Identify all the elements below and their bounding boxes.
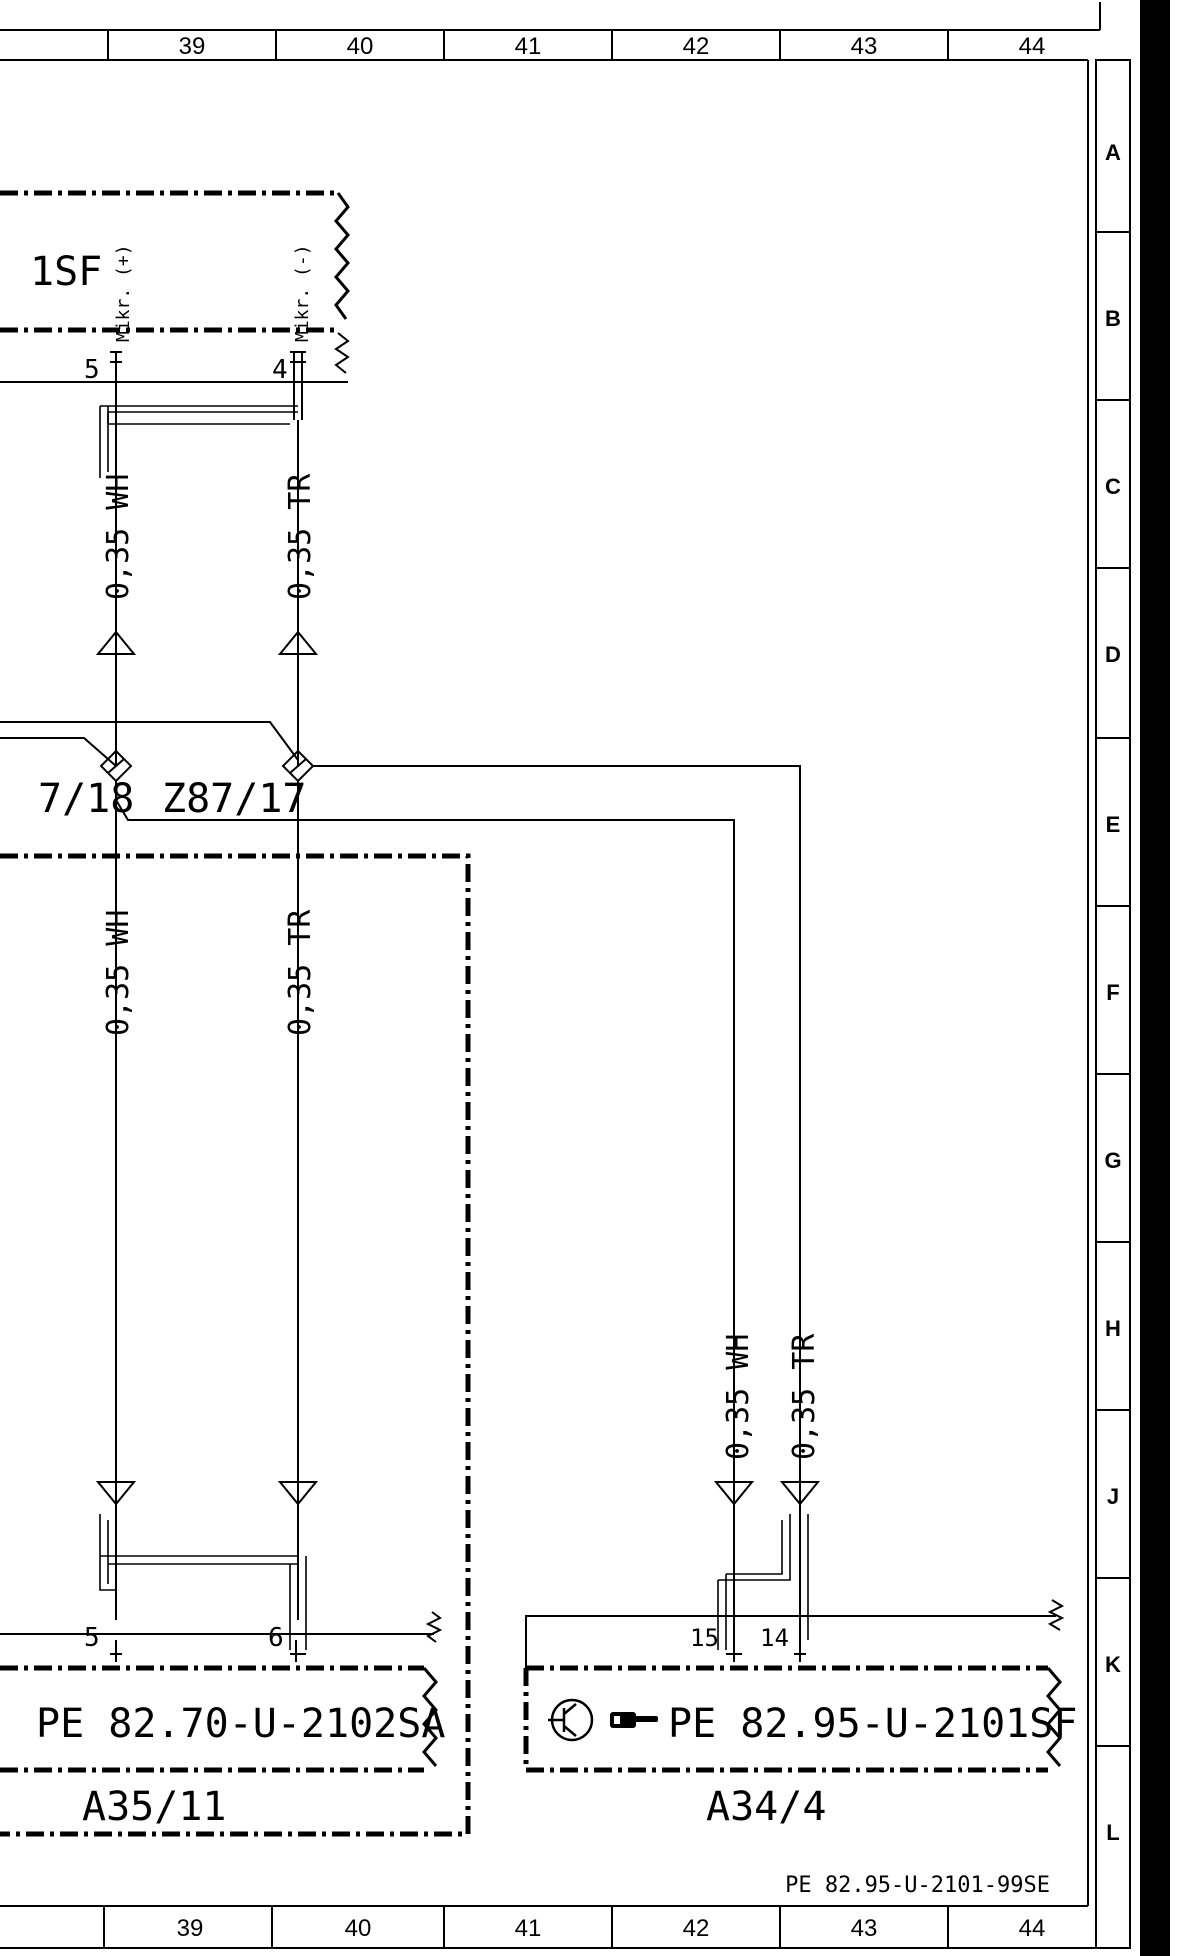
splice-label-z87-17: Z87/17 <box>162 776 307 822</box>
middle-wires: 0,35 WH 0,35 TR <box>101 781 318 1620</box>
row-e: E <box>1106 812 1121 837</box>
column-41-top: 41 <box>515 33 542 60</box>
row-d: D <box>1105 642 1121 667</box>
column-43-bottom: 43 <box>851 1915 878 1942</box>
column-40-bottom: 40 <box>345 1915 372 1942</box>
a35-enclosure <box>0 853 471 1837</box>
a34-connector-block: 15 14 PE 82.95-U-2101SF A34/4 <box>523 1599 1077 1830</box>
pointing-hand-icon <box>610 1712 658 1728</box>
column-header-top: 39 40 41 42 43 44 <box>107 30 1046 60</box>
splice-label-left: 7/18 <box>38 776 134 822</box>
connector-triangles-upper <box>95 630 319 655</box>
top-component-name: 1SF <box>30 249 102 295</box>
document-reference: PE 82.95-U-2101-99SE <box>785 1873 1050 1898</box>
wire-label-middle-tr: 0,35 TR <box>283 909 318 1036</box>
lower-right-wires: 0,35 WH 0,35 TR <box>721 1333 822 1650</box>
top-component: 1SF Mikr. (+) Mikr. (-) 5 4 <box>0 190 350 385</box>
upper-wires: 0,35 WH 0,35 TR <box>101 392 318 766</box>
column-41-bottom: 41 <box>515 1915 542 1942</box>
wire-label-upper-wh: 0,35 WH <box>101 474 136 600</box>
shield-bracket-lower-left <box>99 1514 307 1650</box>
a34-ref-label: PE 82.95-U-2101SF <box>668 1701 1077 1747</box>
pin-terminals-top <box>110 351 306 420</box>
pin-number-15: 15 <box>690 1624 719 1652</box>
column-39-top: 39 <box>179 33 206 60</box>
row-l: L <box>1106 1820 1119 1845</box>
transistor-symbol-icon <box>548 1698 594 1742</box>
row-g: G <box>1104 1148 1121 1173</box>
row-b: B <box>1105 306 1121 331</box>
column-42-bottom: 42 <box>683 1915 710 1942</box>
column-header-bottom: 39 40 41 42 43 44 <box>103 1906 1046 1948</box>
wire-label-lower-tr: 0,35 TR <box>787 1333 822 1460</box>
column-42-top: 42 <box>683 33 710 60</box>
pin-label-mikr-plus: Mikr. (+) <box>113 244 134 342</box>
row-a: A <box>1105 140 1121 165</box>
row-h: H <box>1105 1316 1121 1341</box>
connector-triangles-lower <box>95 1481 821 1506</box>
splice-area: 7/18 Z87/17 <box>0 721 801 1360</box>
column-40-top: 40 <box>347 33 374 60</box>
row-k: K <box>1105 1652 1121 1677</box>
pin-number-14: 14 <box>760 1624 789 1652</box>
pin-number-4-top: 4 <box>272 355 288 385</box>
row-c: C <box>1105 474 1121 499</box>
pin-label-mikr-minus: Mikr. (-) <box>292 244 313 342</box>
a35-connector-block: 5 6 PE 82.70-U-2102SA A35/11 <box>0 1611 445 1830</box>
a35-name-label: A35/11 <box>82 1784 227 1830</box>
pin-number-5-top: 5 <box>84 355 100 385</box>
wire-label-middle-wh: 0,35 WH <box>101 910 136 1036</box>
a35-ref-label: PE 82.70-U-2102SA <box>36 1701 445 1747</box>
column-44-bottom: 44 <box>1019 1915 1046 1942</box>
a34-name-label: A34/4 <box>706 1784 826 1830</box>
column-39-bottom: 39 <box>177 1915 204 1942</box>
row-f: F <box>1106 980 1119 1005</box>
row-j: J <box>1107 1484 1119 1509</box>
shield-bracket-top <box>99 405 298 478</box>
column-43-top: 43 <box>851 33 878 60</box>
row-header-right: A B C D E F G H J K L <box>1096 140 1130 1845</box>
wire-label-upper-tr: 0,35 TR <box>283 473 318 600</box>
pin-number-6-bottom: 6 <box>268 1623 284 1653</box>
pin-number-5-bottom: 5 <box>84 1623 100 1653</box>
wire-label-lower-wh: 0,35 WH <box>721 1334 756 1460</box>
column-44-top: 44 <box>1019 33 1046 60</box>
